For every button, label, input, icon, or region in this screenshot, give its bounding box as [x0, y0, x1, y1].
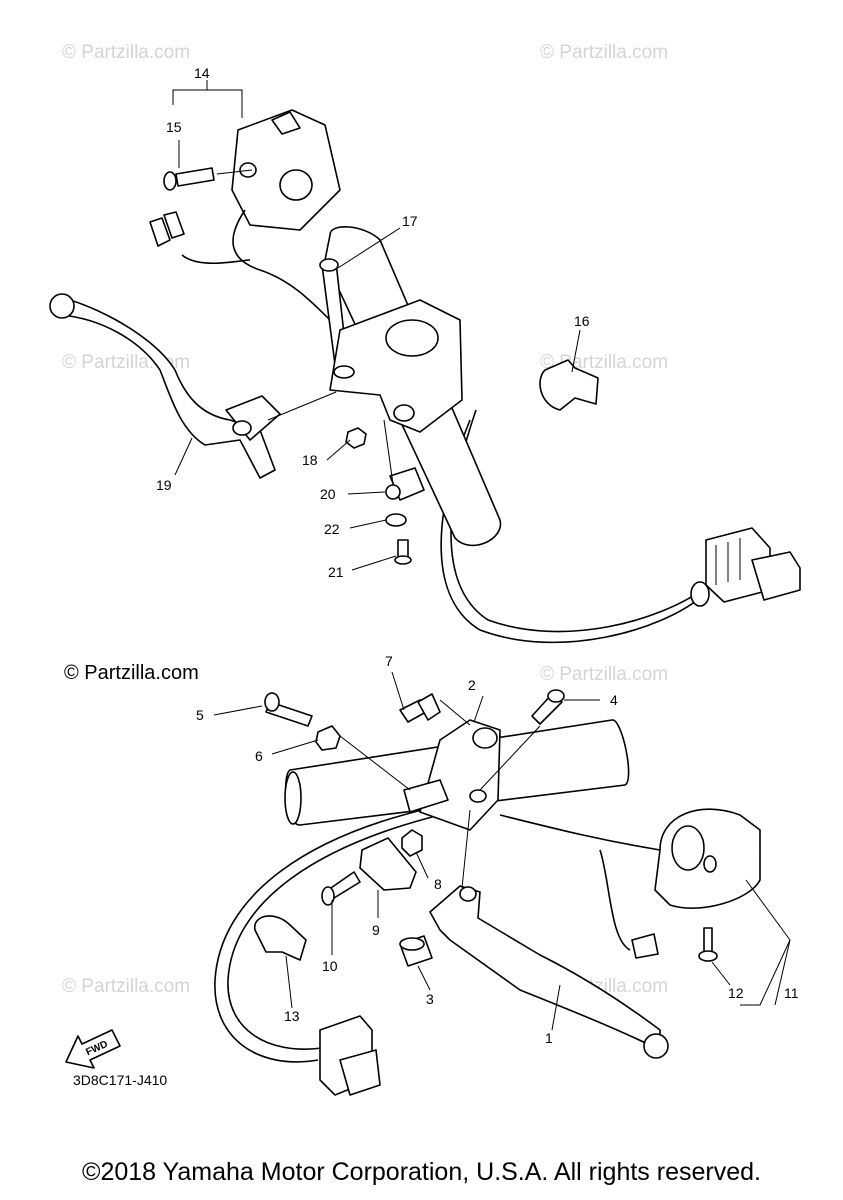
watermark: © Partzilla.com — [540, 664, 668, 685]
wire-connector — [631, 933, 659, 959]
mount-hole — [393, 404, 415, 422]
screw — [175, 167, 215, 187]
lever-pivot-hole — [459, 886, 477, 902]
screw-head — [698, 950, 718, 962]
switch-button — [271, 111, 301, 135]
bolt-head — [547, 689, 565, 703]
screw-head — [394, 555, 412, 565]
holder-hole — [472, 727, 498, 749]
callout-18: 18 — [302, 452, 318, 468]
washer — [385, 513, 407, 527]
connector — [339, 1049, 381, 1096]
callout-11: 11 — [784, 985, 799, 1001]
pivot-hole — [333, 365, 355, 379]
switch-wire — [599, 849, 631, 951]
callout-1: 1 — [545, 1030, 553, 1046]
grip-end — [284, 771, 302, 825]
connector — [751, 551, 801, 601]
callout-8: 8 — [434, 876, 442, 892]
callout-5: 5 — [196, 707, 204, 723]
brake-switch — [359, 837, 417, 891]
switch-wire — [232, 209, 331, 321]
bolt-head — [417, 693, 441, 721]
callout-2: 2 — [468, 677, 476, 693]
wire-clamp — [254, 915, 307, 961]
wire-terminal — [163, 211, 185, 239]
fwd-arrow: FWD — [65, 1029, 121, 1069]
wire-sleeve — [690, 581, 710, 607]
bolt-head — [319, 258, 339, 272]
callout-3: 3 — [426, 991, 434, 1007]
clutch-lever — [59, 297, 276, 479]
nut — [315, 725, 341, 751]
copyright-watermark: © Partzilla.com — [64, 662, 199, 684]
callout-14: 14 — [194, 65, 210, 81]
diagram-code: 3D8C171-J410 — [73, 1072, 168, 1088]
callout-12: 12 — [728, 985, 744, 1001]
upper-assembly — [49, 80, 801, 644]
callout-20: 20 — [320, 486, 336, 502]
lever-tip — [49, 293, 75, 319]
callout-16: 16 — [574, 313, 590, 329]
callout-6: 6 — [255, 748, 263, 764]
switch-hole — [279, 169, 313, 201]
holder-hole — [469, 789, 487, 803]
callout-15: 15 — [166, 119, 182, 135]
wire-harness — [227, 805, 481, 1050]
switch-screw-hole — [703, 855, 717, 873]
lower-assembly — [213, 671, 791, 1096]
switch-housing — [231, 109, 341, 231]
footer-copyright: ©2018 Yamaha Motor Corporation, U.S.A. A… — [82, 1158, 761, 1186]
watermark: © Partzilla.com — [540, 42, 668, 63]
collar-top — [399, 937, 425, 951]
callout-22: 22 — [324, 521, 340, 537]
callout-9: 9 — [372, 922, 380, 938]
switch-wire — [499, 814, 661, 851]
callout-4: 4 — [610, 692, 618, 708]
callout-13: 13 — [284, 1008, 300, 1024]
callout-10: 10 — [322, 958, 338, 974]
nut — [345, 427, 367, 449]
clutch-switch-plunger — [385, 484, 401, 500]
screw-head — [321, 886, 335, 906]
callout-17: 17 — [402, 213, 418, 229]
lever-tip — [643, 1033, 669, 1059]
watermark: © Partzilla.com — [62, 42, 190, 63]
wire-clamp — [539, 359, 599, 411]
holder-cap — [385, 319, 439, 357]
holder-clamp — [403, 779, 449, 813]
callout-21: 21 — [328, 564, 344, 580]
brake-lever — [429, 885, 661, 1051]
callouts: 1 2 3 4 5 6 7 8 9 10 11 12 13 14 15 16 1… — [156, 65, 799, 1046]
wire-harness — [214, 799, 471, 1063]
wire-terminal — [149, 217, 171, 247]
callout-19: 19 — [156, 477, 172, 493]
switch-wire — [181, 254, 251, 265]
switch-hole — [671, 825, 705, 871]
screw-head — [163, 171, 177, 191]
nut — [401, 829, 423, 857]
lever-pivot-hole — [232, 420, 252, 436]
bolt-head — [264, 692, 280, 712]
callout-7: 7 — [385, 653, 393, 669]
watermark: © Partzilla.com — [62, 976, 190, 997]
